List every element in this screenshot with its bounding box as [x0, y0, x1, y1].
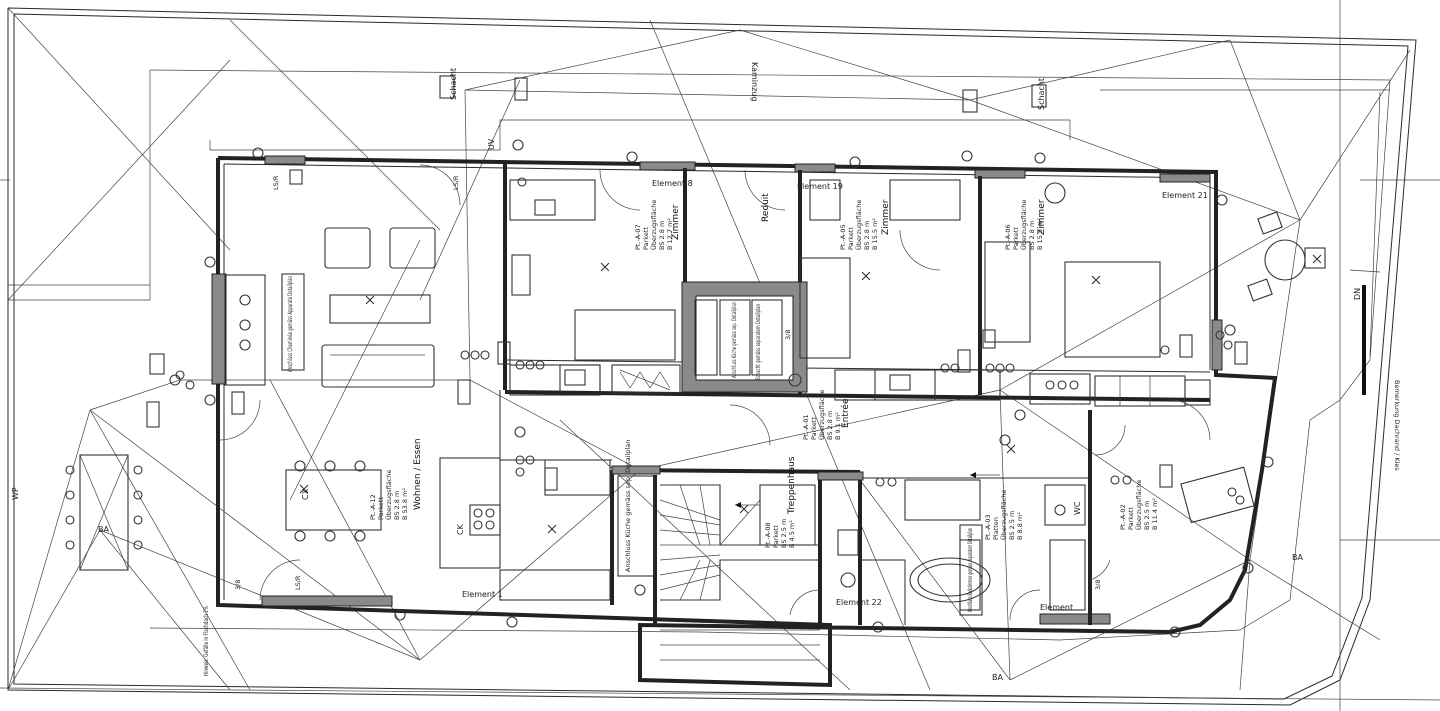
- note-zimmer-d-0: Pt.-A-02: [1119, 504, 1127, 530]
- right-facade-strip: [1362, 285, 1366, 395]
- label-zimmer-1: Zimmer: [671, 204, 681, 240]
- note-zimmer-b-3: BS 2.8 m: [863, 221, 871, 250]
- label-wp: WP: [11, 487, 20, 500]
- label-ba: BA: [98, 525, 109, 534]
- note-zimmer-c-1: Parkett: [1012, 227, 1020, 250]
- note-bemerkung: Bemerkung Dachrand / Kies: [1393, 380, 1401, 471]
- note-bad-2: Überzugsfläche: [999, 490, 1008, 540]
- note-bad-0: Pt.-A-03: [984, 514, 992, 540]
- label-element-19: Element 19: [797, 182, 843, 191]
- stair: [659, 484, 820, 661]
- label-schacht-1: Schacht: [449, 68, 458, 100]
- note-kueche-anschluss: Anschluss Küche gemäss sep. Detailplan: [624, 440, 632, 572]
- note-bad-1: Platten: [992, 517, 1000, 540]
- exterior-walls: [211, 155, 1278, 688]
- label-zimmer-3: Zimmer: [1037, 199, 1047, 235]
- note-entree-2: Überzugsfläche: [817, 390, 826, 440]
- label-schacht-2: Schacht: [1037, 78, 1046, 110]
- fixture-clusters: [175, 177, 1245, 505]
- roof-drains: [169, 139, 1274, 638]
- label-element-21: Element 21: [1162, 191, 1208, 200]
- note-zimmer-d-4: B 11.4 m²: [1151, 498, 1159, 530]
- tag-boxes: [146, 75, 1248, 491]
- note-entree-0: Pt.-A-01: [802, 414, 810, 440]
- shaft-core: [619, 299, 783, 391]
- note-zimmer-b-4: B 15.5 m²: [871, 218, 879, 250]
- note-cheminee: Anschluss Cheminée gemäss Apparate Detai…: [286, 276, 294, 372]
- label-wc: WC: [1073, 501, 1082, 515]
- note-bad-4: B 8.8 m²: [1016, 512, 1024, 540]
- label-uv: UV: [487, 138, 496, 150]
- label-cx: CX: [301, 488, 310, 500]
- label-dn: DN: [1353, 288, 1362, 300]
- label-reduit: Reduit: [761, 193, 771, 222]
- note-wohnen-3: BS 2.8 m: [393, 491, 401, 520]
- dimension-arrows: [735, 472, 1000, 508]
- note-treppe-0: Pt.-A-08: [764, 522, 772, 548]
- label-ls: LS/R: [272, 175, 280, 190]
- note-zimmer-c-3: BS 2.8 m: [1028, 221, 1036, 250]
- x-marks: [299, 254, 1322, 534]
- note-wohnen-1: Parkett: [377, 497, 385, 520]
- note-zimmer-a-2: Überzugsfläche: [649, 200, 658, 250]
- room-data-notes: Pt.-A-12 Parkett Überzugsfläche BS 2.8 m…: [369, 200, 1159, 548]
- door-swings: [219, 164, 1211, 621]
- note-zimmer-b-1: Parkett: [847, 227, 855, 250]
- label-ba-2: BA: [1292, 553, 1303, 562]
- note-zimmer-c-0: Pt.-A-06: [1004, 224, 1012, 250]
- note-zimmer-d-3: BS 2.5 m: [1143, 501, 1151, 530]
- note-wohnen-0: Pt.-A-12: [369, 494, 377, 520]
- note-zimmer-c-4: B 15.5 m²: [1036, 218, 1044, 250]
- note-schacht-detail: Schacht gemäss separatem Detailplan: [754, 304, 762, 380]
- note-zimmer-b-2: Überzugsfläche: [854, 200, 863, 250]
- note-zimmer-a-0: Pt.-A-07: [634, 224, 642, 250]
- note-bad-detail: Anschluss Badezimmer gemäss separatem De…: [966, 528, 974, 612]
- terrace-table: [65, 454, 143, 571]
- label-jd-3: 3/8: [1094, 580, 1102, 590]
- note-wohnen-4: B 53.8 m²: [401, 488, 409, 520]
- living-furniture: [224, 227, 436, 542]
- label-element-kueche: Element 8: [652, 179, 693, 188]
- note-treppe-1: Parkett: [772, 525, 780, 548]
- label-element-1: Element 1: [462, 590, 503, 599]
- note-entree-4: B 9.1 m²: [834, 412, 842, 440]
- label-zimmer-2: Zimmer: [881, 199, 891, 235]
- note-treppe-3: B 4.5 m²: [788, 520, 796, 548]
- note-kueche-2: Anschluss Küche gemäss sep. Detailplan: [730, 302, 738, 378]
- note-treppe-2: BS 2.5 m: [780, 519, 788, 548]
- label-ck: CK: [456, 523, 465, 535]
- label-kaminzug: Kaminzug: [750, 62, 759, 101]
- label-entree: Entrée: [840, 398, 851, 428]
- room-labels: Wohnen / Essen Zimmer Zimmer Zimmer Entr…: [11, 62, 1362, 682]
- label-ls-3: LS/R: [294, 575, 302, 590]
- label-treppenhaus: Treppenhaus: [787, 456, 797, 515]
- boxed-annotations: Anschluss Küche gemäss sep. Detailplan A…: [202, 273, 1401, 676]
- label-ba-3: BA: [992, 673, 1003, 682]
- label-element-22: Element 22: [836, 598, 882, 607]
- label-element-bad: Element: [1040, 603, 1073, 612]
- note-zimmer-d-2: Überzugsfläche: [1134, 480, 1143, 530]
- note-zimmer-a-1: Parkett: [642, 227, 650, 250]
- label-wohnen: Wohnen / Essen: [413, 438, 423, 510]
- note-entree-3: BS 2.8 m: [826, 411, 834, 440]
- note-zimmer-a-4: B 12.7 m²: [666, 218, 674, 250]
- room-furniture: [439, 179, 1326, 601]
- note-zimmer-c-2: Überzugsfläche: [1019, 200, 1028, 250]
- note-zimmer-d-1: Parkett: [1127, 507, 1135, 530]
- note-wohnen-2: Überzugsfläche: [384, 470, 393, 520]
- note-entree-1: Parkett: [810, 417, 818, 440]
- label-ls-2: LS/R: [452, 175, 460, 190]
- label-jd: 3/8: [234, 580, 242, 590]
- label-jd-2: 3/8: [784, 330, 792, 340]
- note-bad-3: BS 2.5 m: [1008, 511, 1016, 540]
- note-zimmer-a-3: BS 2.8 m: [658, 221, 666, 250]
- parapet-outline: [8, 69, 1391, 641]
- note-zimmer-b-0: Pt.-A-05: [839, 224, 847, 250]
- note-hinweis-left: Hinweis: Gefälle in Flachdach 2%: [202, 606, 210, 676]
